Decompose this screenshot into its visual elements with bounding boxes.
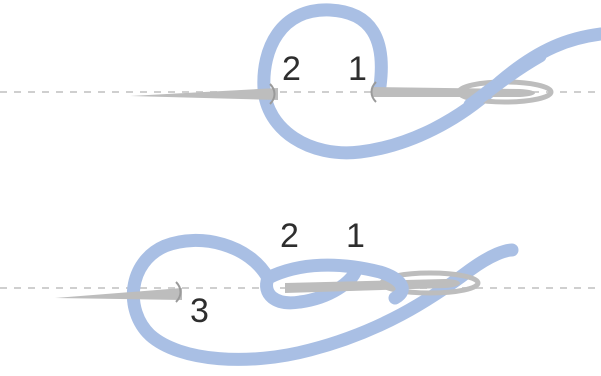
label-step-2-point-1: 1 bbox=[346, 217, 365, 255]
label-step-2-point-3: 3 bbox=[190, 292, 209, 330]
step-2: 2 1 3 bbox=[0, 217, 601, 359]
step-1: 2 1 bbox=[0, 10, 601, 153]
label-step-1-point-2: 2 bbox=[282, 50, 301, 88]
thread-loop-step-1 bbox=[264, 10, 601, 153]
label-step-2-point-2: 2 bbox=[280, 217, 299, 255]
thread-front-step-1 bbox=[470, 56, 540, 105]
label-step-1-point-1: 1 bbox=[348, 50, 367, 88]
